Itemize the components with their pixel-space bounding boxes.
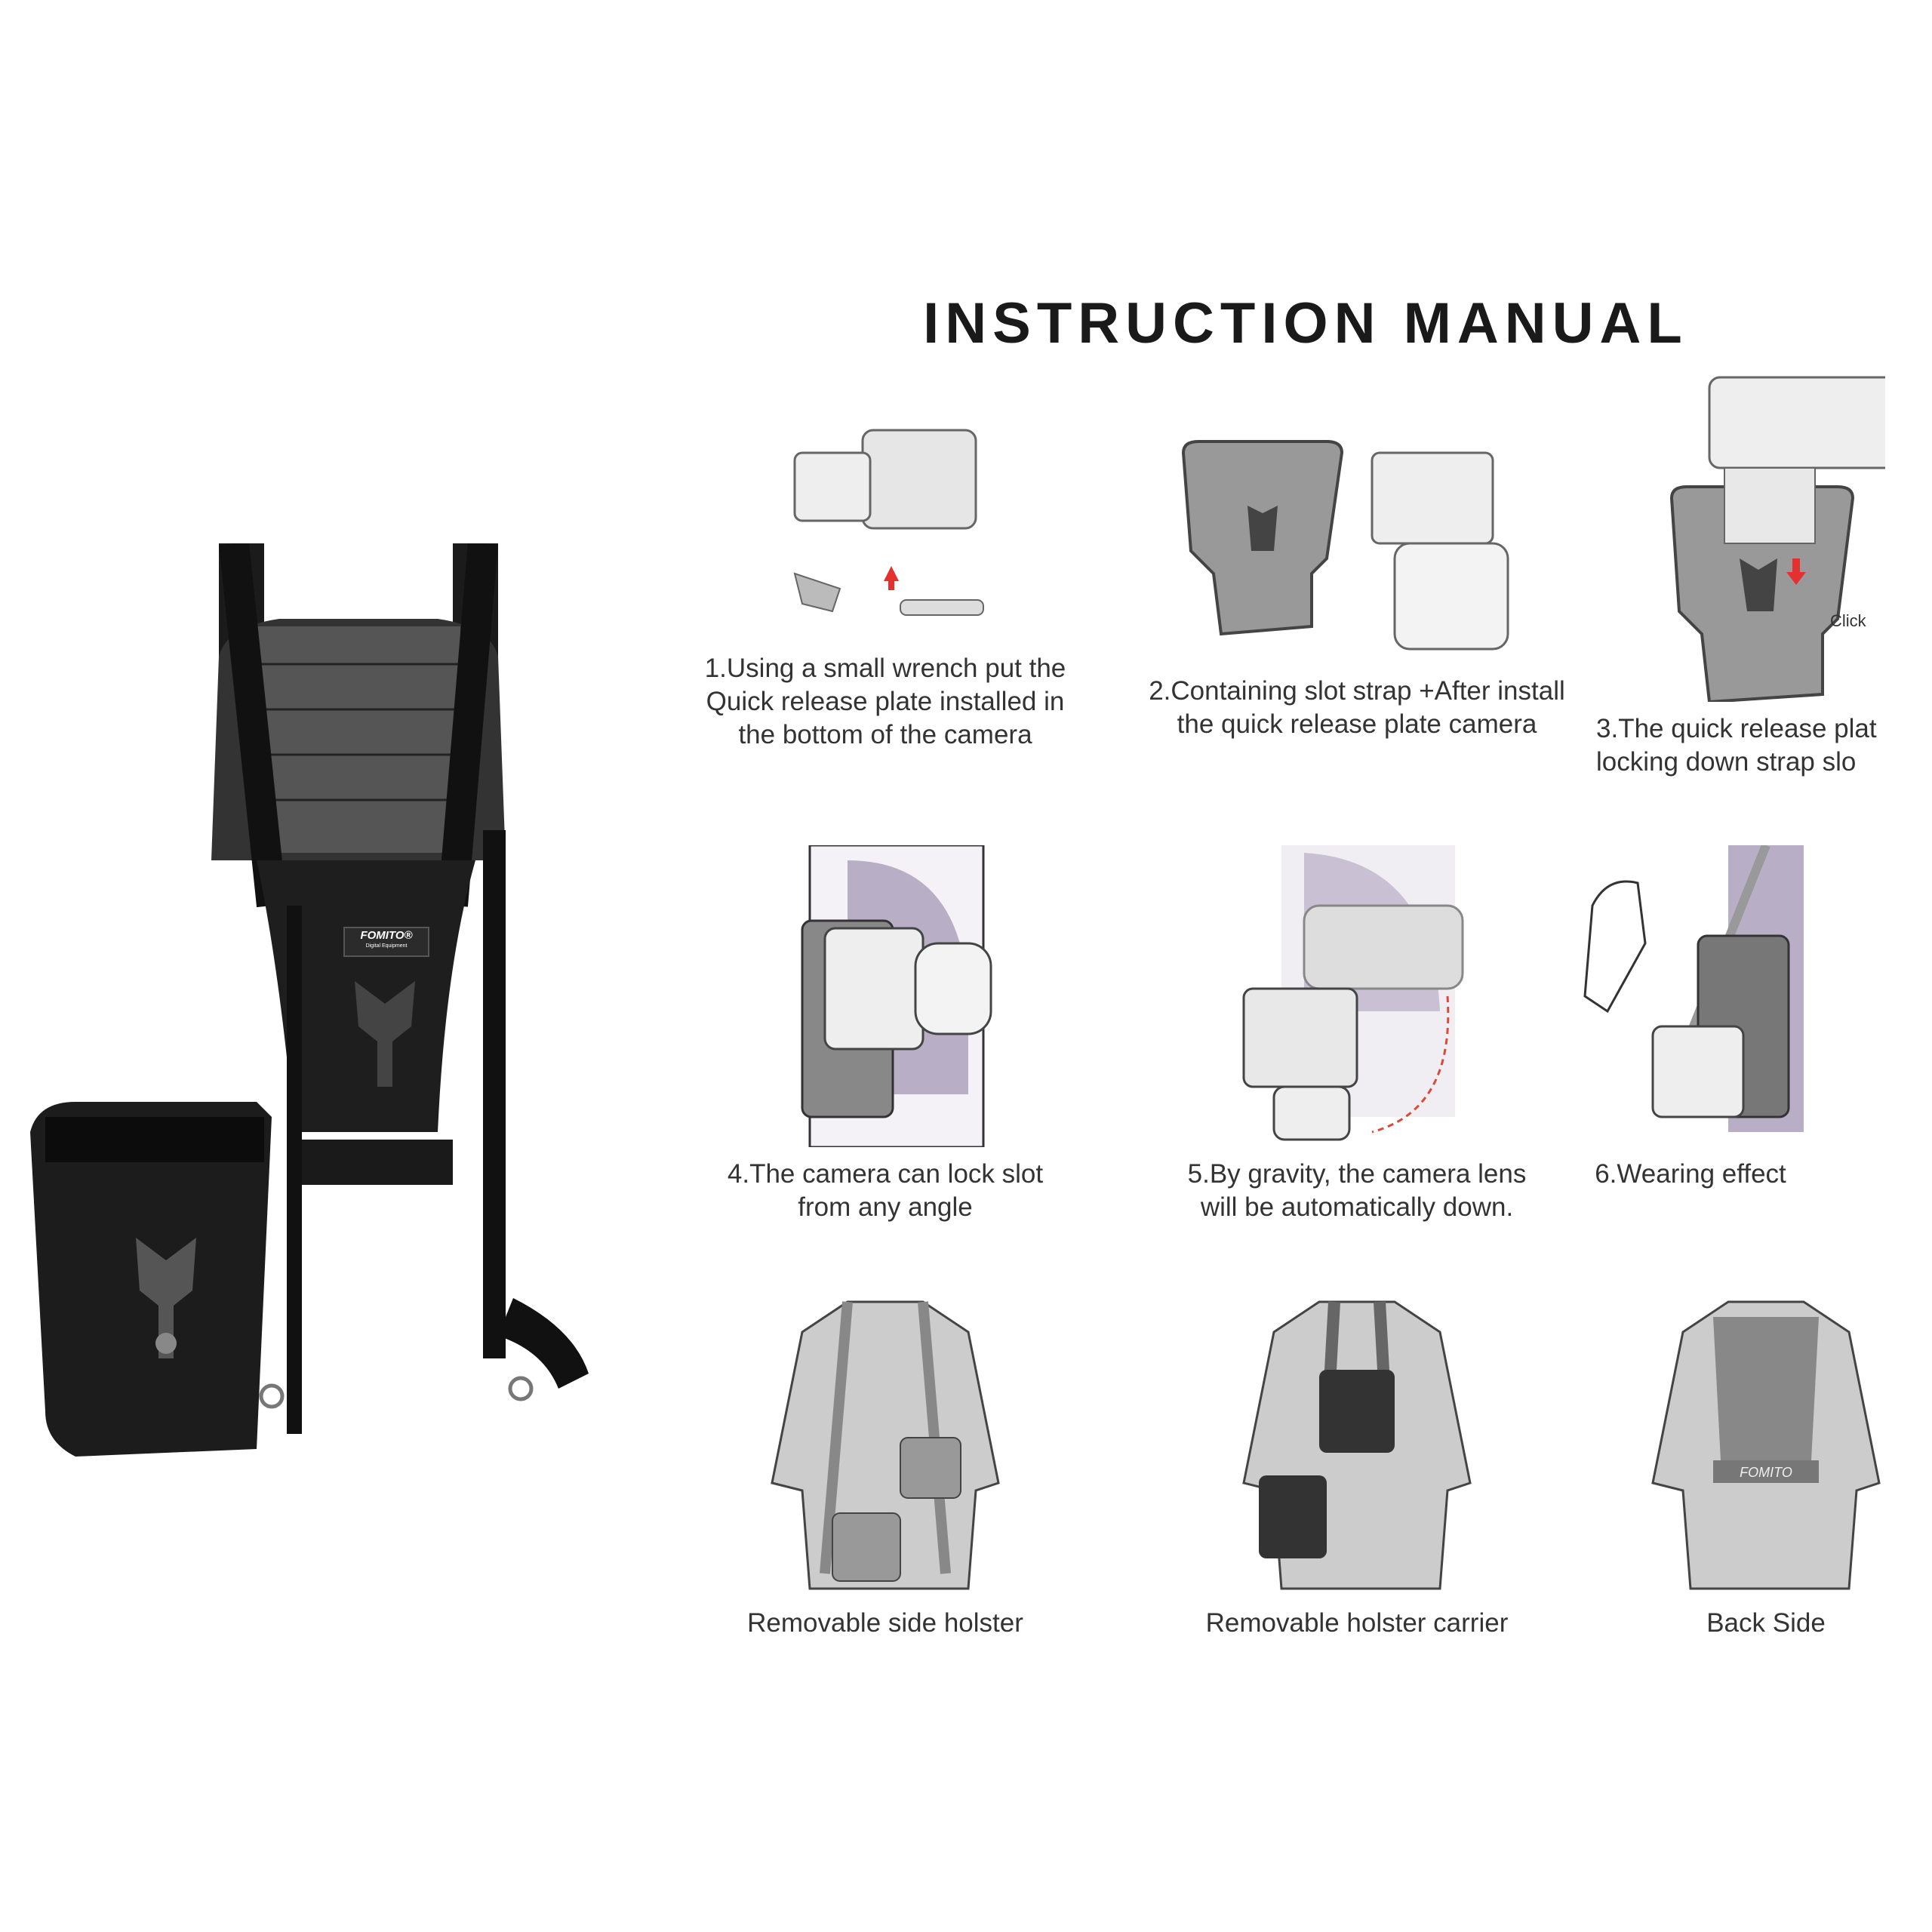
step-caption: Removable side holster (679, 1607, 1097, 1640)
brand-tagline: Digital Equipment (365, 943, 408, 949)
back-side-illustration: FOMITO (1651, 1300, 1881, 1590)
wearing-effect-illustration (1583, 845, 1804, 1132)
shirt-logo: FOMITO (1740, 1465, 1792, 1480)
holster-carrier-illustration (1242, 1300, 1472, 1590)
step-6: 6.Wearing effect (1479, 845, 1885, 1191)
caption-line: 6.Wearing effect (1595, 1159, 1786, 1189)
caption-line: 2.Containing slot strap +After install (1149, 676, 1565, 706)
page-title: INSTRUCTION MANUAL (923, 291, 1688, 355)
caption-line: from any angle (798, 1192, 973, 1222)
brand-label: FOMITO® Digital Equipment (343, 927, 429, 957)
caption-line: the bottom of the camera (738, 720, 1032, 749)
caption-line: will be automatically down. (1200, 1192, 1514, 1222)
holster-camera-illustration (1181, 440, 1509, 651)
caption-line: Removable side holster (747, 1608, 1023, 1638)
caption-line: locking down strap slo (1596, 747, 1857, 777)
caption-line: Removable holster carrier (1205, 1608, 1509, 1638)
camera-lock-angle-illustration (801, 845, 992, 1147)
step-caption: 6.Wearing effect (1479, 1158, 1885, 1191)
caption-line: 5.By gravity, the camera lens (1187, 1159, 1527, 1189)
gravity-illustration (1242, 845, 1464, 1141)
caption-line: the quick release plate camera (1177, 709, 1537, 739)
click-label: Click (1830, 611, 1867, 630)
caption-line: 1.Using a small wrench put the (704, 654, 1066, 683)
side-holster: Removable side holster (679, 1287, 1097, 1640)
step-caption: Removable holster carrier (1146, 1607, 1568, 1640)
vest-product-image (30, 541, 619, 1464)
caption-line: Quick release plate installed in (706, 687, 1065, 716)
brand-name: FOMITO® (360, 929, 413, 942)
step-caption: 3.The quick release plat locking down str… (1596, 712, 1885, 779)
step-caption: Back Side (1555, 1607, 1885, 1640)
back-side: FOMITO Back Side (1555, 1287, 1885, 1640)
camera-plate-illustration (793, 429, 984, 616)
side-holster-illustration (771, 1300, 1000, 1590)
holster-carrier: Removable holster carrier (1146, 1287, 1568, 1640)
caption-line: 3.The quick release plat (1596, 714, 1877, 743)
caption-line: 4.The camera can lock slot (727, 1159, 1044, 1189)
step-3: Click 3.The quick release plat locking do… (1566, 370, 1885, 779)
caption-line: Back Side (1706, 1608, 1826, 1638)
lock-click-illustration: Click (1669, 376, 1885, 702)
